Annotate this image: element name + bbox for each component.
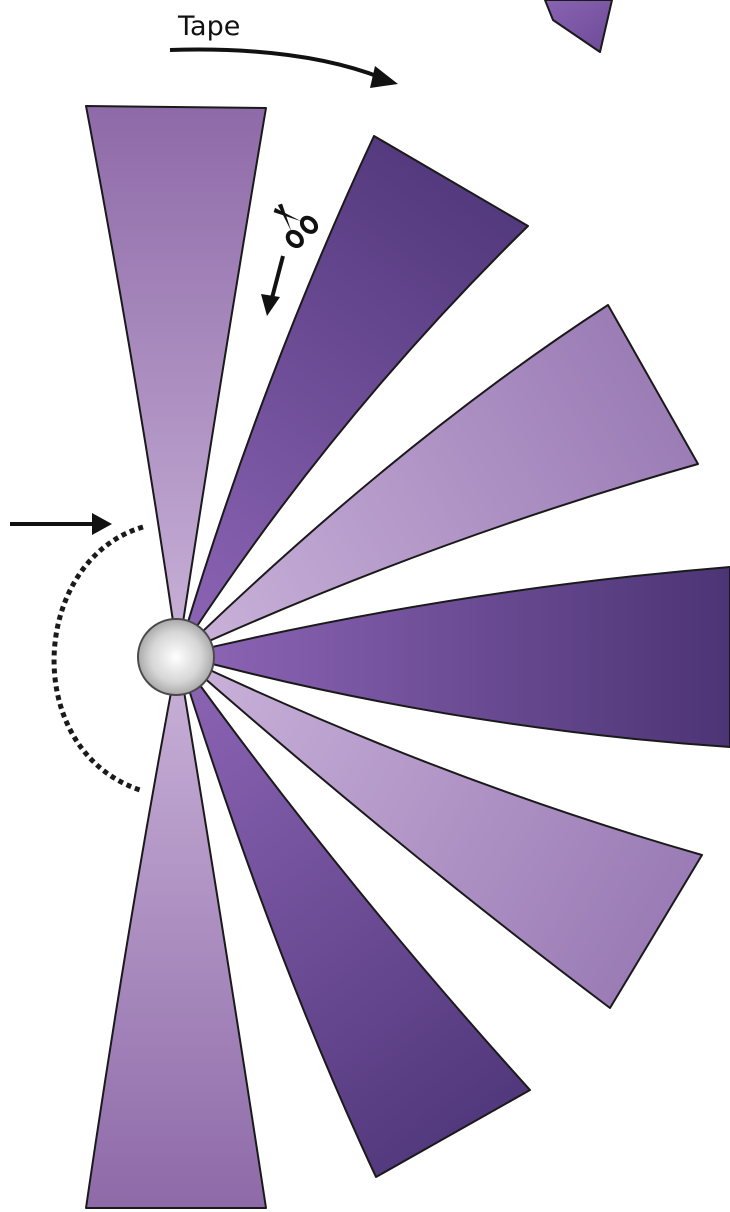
blade-vertical-top [86, 106, 266, 655]
scissors-icon [265, 195, 319, 249]
arrow-down-icon [261, 256, 283, 316]
tape-label: Tape [177, 11, 240, 42]
hub-pin [138, 619, 214, 695]
curved-arrow-icon [170, 50, 398, 88]
fold-arc [54, 527, 143, 790]
blade-fragment-top [545, 0, 612, 52]
arrow-right-icon [10, 513, 112, 535]
